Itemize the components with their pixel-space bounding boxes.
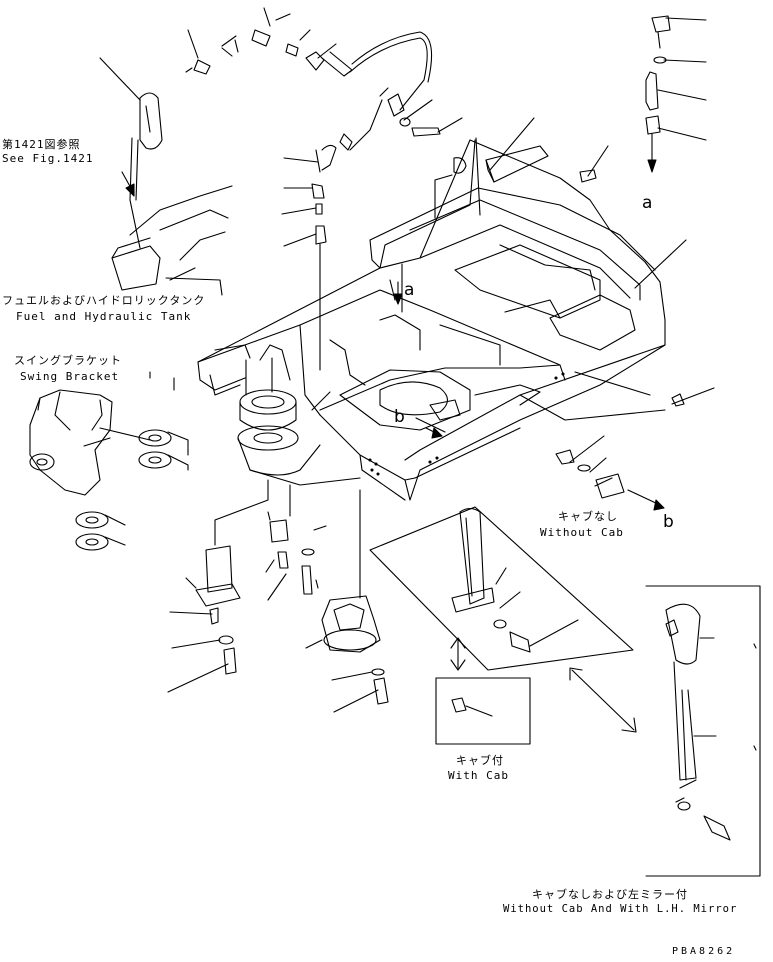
with-cab-label-en: With Cab (448, 769, 509, 782)
swing-bracket-bushings (75, 427, 189, 551)
right-top-parts (453, 15, 671, 183)
fuel-tank-label-jp: フュエルおよびハイドロリックタンク (2, 294, 206, 307)
drawing-code: PBA8262 (672, 946, 736, 957)
without-cab-label-jp: キャブなし (558, 510, 618, 523)
fuel-hydraulic-tank-outline (111, 137, 233, 291)
leader-lines (214, 137, 666, 599)
hose-assembly (185, 7, 441, 371)
swing-bracket (29, 389, 113, 496)
see-fig-label-en: See Fig.1421 (2, 152, 94, 165)
with-cab-label-jp: キャブ付 (456, 754, 504, 767)
mirror-top-left (99, 57, 163, 150)
callout-leaders (165, 13, 715, 713)
stay-inset (369, 506, 637, 733)
fuel-tank-label-en: Fuel and Hydraulic Tank (16, 310, 192, 323)
reference-arrows (121, 171, 443, 439)
swing-bracket-label-jp: スイングブラケット (14, 354, 122, 367)
see-fig-label-jp: 第1421図参照 (2, 138, 81, 151)
with-cab-box (435, 677, 531, 745)
reference-b-frame: b (394, 407, 405, 427)
revolving-frame (197, 139, 666, 501)
mirror-box (645, 585, 761, 877)
lower-center-parts (195, 519, 389, 705)
swing-bracket-label-en: Swing Bracket (20, 370, 120, 383)
reference-b-right: b (663, 512, 674, 532)
reference-a-frame: a (404, 280, 415, 300)
without-cab-mirror-label-jp: キャブなしおよび左ミラー付 (532, 888, 688, 901)
without-cab-label-en: Without Cab (540, 526, 624, 539)
without-cab-cover (555, 393, 685, 511)
without-cab-mirror-label-en: Without Cab And With L.H. Mirror (503, 903, 738, 915)
reference-a-top-right: a (642, 193, 653, 213)
